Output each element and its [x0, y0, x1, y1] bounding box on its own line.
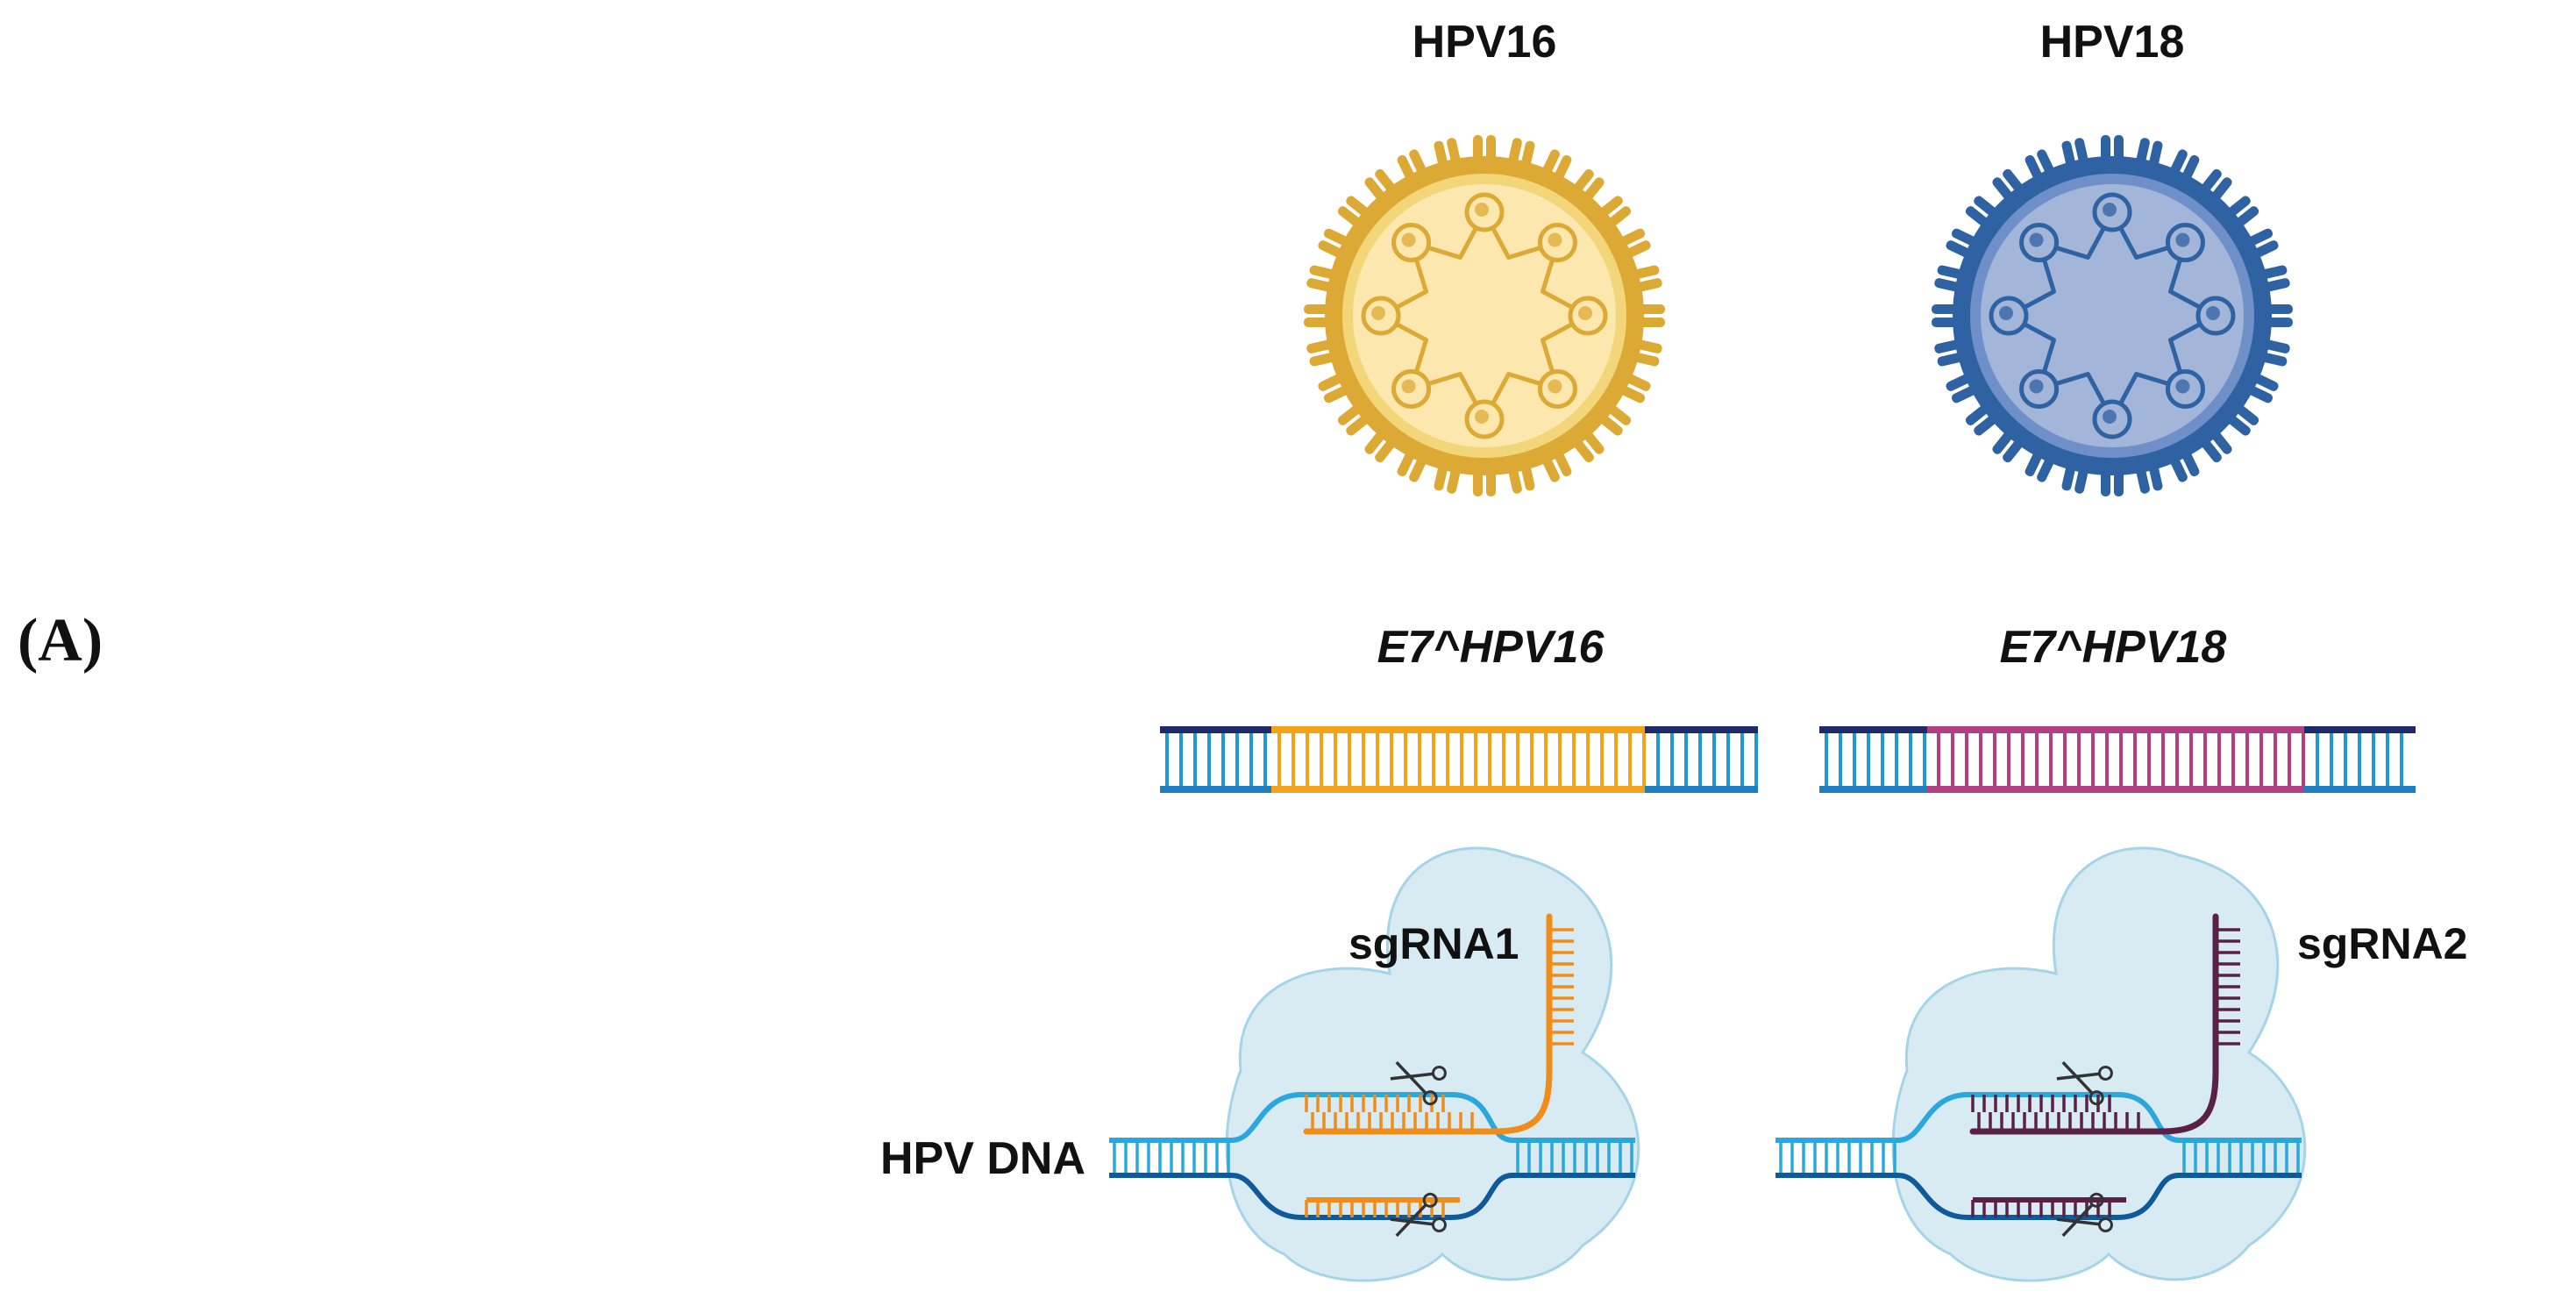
e7-hpv16-dna-segment [1160, 726, 1758, 793]
virus-label-hpv16: HPV16 [1413, 17, 1557, 68]
hpv-dna-label: HPV DNA [880, 1133, 1085, 1184]
nucleosome-core [2029, 379, 2044, 394]
panel-label: (A) [18, 607, 103, 674]
nucleosome-core [1475, 203, 1489, 217]
cas9-protein-icon [1225, 846, 1640, 1282]
nucleosome-core [2175, 232, 2190, 247]
nucleosome-core [2103, 203, 2117, 217]
cas9-sgrna2-complex [1775, 846, 2307, 1282]
scissors-icon [2056, 1060, 2113, 1106]
scissors-icon [2056, 1192, 2113, 1238]
nucleosome-core [1578, 306, 1592, 320]
sgrna-strand [1303, 913, 1553, 1135]
scissors-icon [1390, 1060, 1447, 1106]
virus-label-hpv18: HPV18 [2040, 17, 2185, 68]
hpv16-virion-icon [1304, 135, 1665, 496]
nucleosome-core [2103, 410, 2117, 424]
hpv18-virion-icon [1932, 135, 2293, 496]
nucleosome-core [1371, 306, 1385, 320]
gene-label-e7-hpv18: E7^HPV18 [2000, 622, 2227, 673]
scissors-icon [1390, 1192, 1447, 1238]
sgrna-strand [1969, 913, 2219, 1135]
target-strand-bottom [1897, 1173, 2180, 1220]
nucleosome-core [1475, 410, 1489, 424]
nucleosome-core [2175, 379, 2190, 394]
nucleosome-core [1999, 306, 2013, 320]
sgrna1-label: sgRNA1 [1348, 919, 1519, 968]
nucleosome-core [2206, 306, 2220, 320]
nucleosome-core [1548, 232, 1562, 247]
sgrna2-label: sgRNA2 [2297, 919, 2467, 968]
cas9-sgrna1-complex [1109, 846, 1640, 1282]
target-strand-bottom [1231, 1173, 1513, 1220]
nucleosome-core [2029, 232, 2044, 247]
nucleosome-core [1401, 379, 1416, 394]
cas9-protein-icon [1891, 846, 2307, 1282]
e7-hpv18-dna-segment [1819, 726, 2416, 793]
gene-label-e7-hpv16: E7^HPV16 [1377, 622, 1605, 673]
nucleosome-core [1401, 232, 1416, 247]
nucleosome-core [1548, 379, 1562, 394]
